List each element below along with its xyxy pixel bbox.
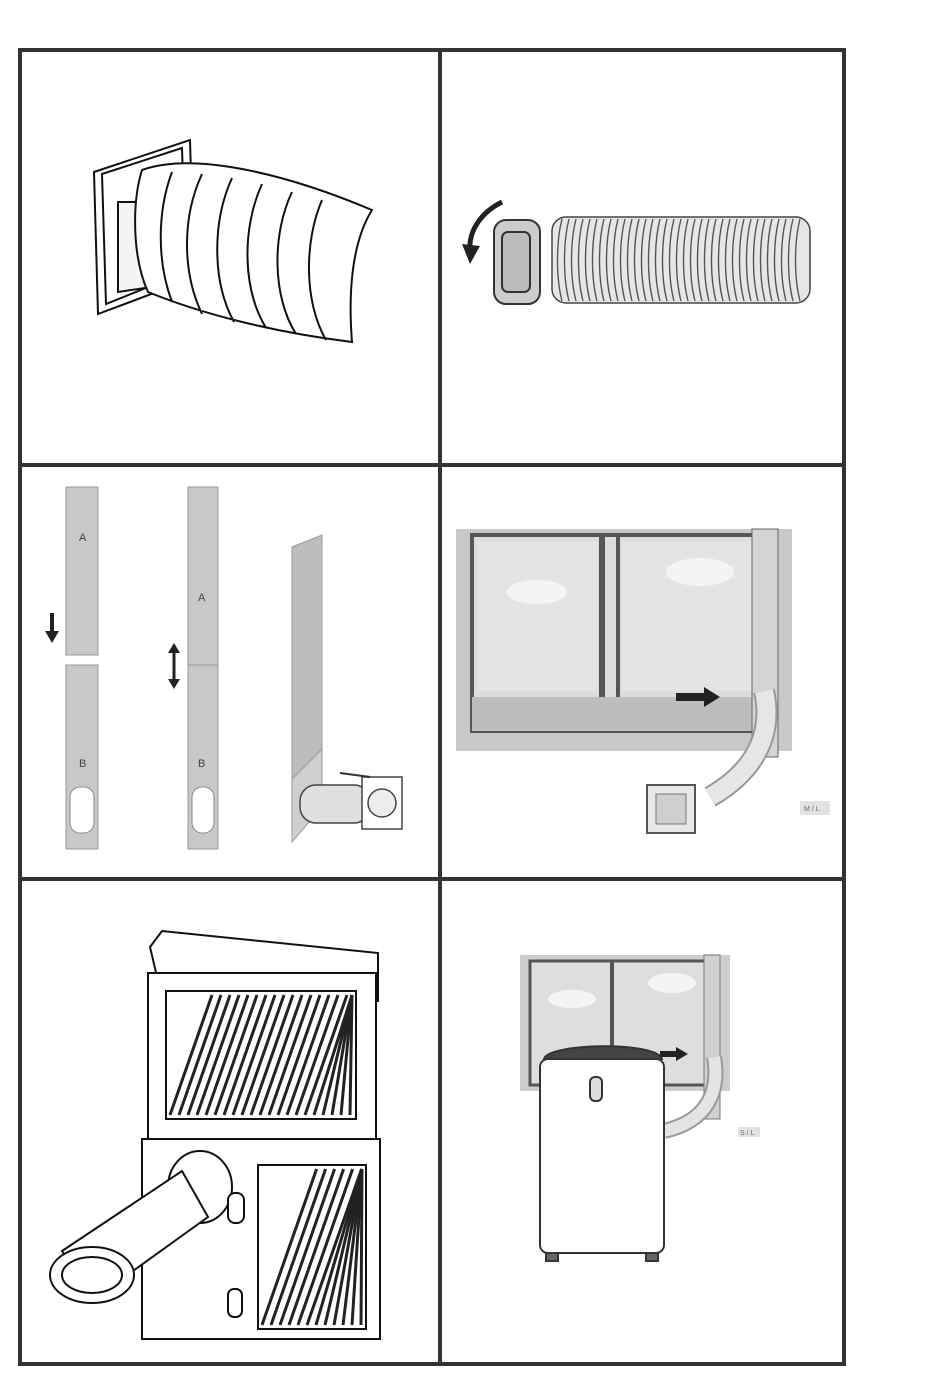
panel-window-slider-assembly: A B A B — [22, 467, 438, 877]
panel-hose-adapter — [22, 52, 438, 463]
hose-twist-illustration — [442, 52, 842, 463]
hose-adapter-illustration — [22, 52, 438, 463]
arrow-down-icon — [45, 613, 59, 643]
grill-slat — [350, 995, 352, 1115]
arrow-slide-icon — [340, 773, 370, 777]
label-panel-a: A — [79, 532, 87, 544]
label-panel-a2: A — [198, 592, 206, 604]
model-tag: M / L — [804, 806, 820, 813]
label-panel-b: B — [79, 758, 86, 770]
sliding-window-illustration: M / L — [442, 467, 842, 877]
panel-sliding-window-install: M / L — [442, 467, 842, 877]
unit-installed-illustration: S / L — [442, 881, 842, 1362]
label-panel-b2: B — [198, 758, 205, 770]
model-tag-2: S / L — [740, 1130, 755, 1137]
slider-assembly-illustration: A B A B — [22, 467, 438, 877]
unit-rear-illustration — [22, 881, 438, 1362]
panel-unit-installed-window: S / L — [442, 881, 842, 1362]
panel-hose-twist-attach — [442, 52, 842, 463]
grill-slat — [361, 1169, 362, 1325]
panel-unit-rear-exhaust — [22, 881, 438, 1362]
arrow-updown-icon — [168, 643, 180, 689]
